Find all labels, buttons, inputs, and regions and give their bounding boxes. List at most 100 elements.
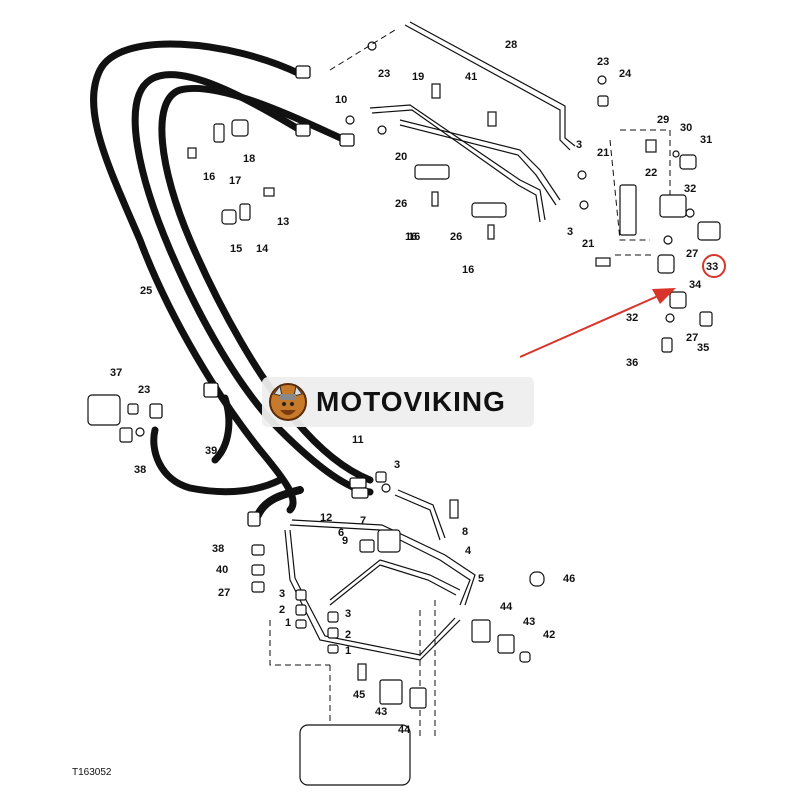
callout-10: 10 [335, 94, 347, 106]
hose-fittings [149, 65, 369, 527]
bolt-45 [357, 663, 367, 681]
bolt-16 [187, 147, 197, 159]
fitting-27b [251, 581, 265, 593]
callout-23: 23 [597, 56, 609, 68]
clamp-17 [213, 123, 225, 143]
o-rings [135, 41, 695, 493]
figure-code: T163052 [72, 767, 112, 778]
callout-15: 15 [230, 243, 242, 255]
fitting-36 [661, 337, 673, 353]
callout-11: 11 [352, 434, 364, 446]
callout-9: 9 [342, 535, 348, 547]
callout-25: 25 [140, 285, 152, 297]
callout-42: 42 [543, 629, 555, 641]
callout-3: 3 [279, 588, 285, 600]
callout-32: 32 [626, 312, 638, 324]
fitting-2a [295, 604, 307, 616]
callout-4: 4 [465, 545, 472, 557]
callout-6: 6 [338, 527, 344, 539]
callout-24: 24 [619, 68, 632, 80]
hose-39-b [211, 394, 233, 464]
block-24 [597, 95, 609, 107]
fitting-35 [699, 311, 713, 327]
callout-2: 2 [279, 604, 285, 616]
dashed-leaders [269, 29, 671, 740]
bolt-6 [449, 499, 459, 519]
bolt-13 [263, 187, 275, 197]
fitting-40 [251, 564, 265, 576]
plate-43b [379, 679, 403, 705]
control-valve-body [299, 724, 411, 786]
callout-40: 40 [216, 564, 228, 576]
watermark-text: MOTOVIKING [316, 386, 506, 417]
callout-46: 46 [563, 573, 575, 585]
nut-42 [519, 651, 531, 663]
clamp-7 [377, 529, 401, 553]
plate-44b [409, 687, 427, 709]
block-41 [487, 111, 497, 127]
callout-35: 35 [697, 342, 709, 354]
clamp-15 [221, 209, 237, 225]
callout-14: 14 [256, 243, 269, 255]
hose-lower [254, 486, 304, 519]
bracket-18 [231, 119, 249, 137]
callout-20: 20 [395, 151, 407, 163]
fitting-1b [327, 644, 339, 654]
clamp-46 [529, 571, 545, 587]
fitting-31 [679, 154, 697, 170]
fitting-32b [669, 291, 687, 309]
callout-3: 3 [394, 459, 400, 471]
callout-23: 23 [138, 384, 150, 396]
callout-33: 33 [706, 261, 718, 273]
fitting-1a [295, 619, 307, 629]
callout-12: 12 [320, 512, 332, 524]
fitting-23b [127, 403, 139, 415]
valve-32 [659, 194, 687, 218]
callout-27: 27 [218, 587, 230, 599]
callout-1: 1 [285, 617, 291, 629]
block-19 [431, 83, 441, 99]
callout-44: 44 [500, 601, 513, 613]
callout-43: 43 [375, 706, 387, 718]
fitting-3b [327, 611, 339, 623]
clamp-26b [471, 202, 507, 218]
callout-3: 3 [576, 139, 582, 151]
viking-logo [269, 383, 307, 421]
callout-30: 30 [680, 122, 692, 134]
hose-25-outer [90, 40, 304, 514]
callout-8: 8 [462, 526, 468, 538]
bolt-16b [431, 191, 439, 207]
highlight-arrow [519, 288, 676, 358]
bracket-22 [619, 184, 637, 236]
clamp-8 [359, 539, 375, 553]
hose-25-middle [131, 71, 374, 496]
callout-45: 45 [353, 689, 365, 701]
callout-41: 41 [465, 71, 477, 83]
watermark-banner: MOTOVIKING [262, 377, 534, 427]
callout-32: 32 [684, 183, 696, 195]
callout-23: 23 [378, 68, 390, 80]
callout-3: 3 [567, 226, 573, 238]
bolt-16d [595, 257, 611, 267]
fitting-34 [657, 254, 675, 274]
fitting-38 [119, 427, 133, 443]
clamp-14 [239, 203, 251, 221]
callout-27: 27 [686, 248, 698, 260]
tubes [284, 21, 576, 661]
callout-16: 16 [405, 231, 417, 243]
callout-16: 16 [462, 264, 474, 276]
fitting-33 [697, 221, 721, 241]
hose-39 [150, 426, 284, 496]
highlight-ring-33 [702, 254, 726, 278]
fitting-3a [295, 589, 307, 601]
fitting-3c [375, 471, 387, 483]
callout-16: 16 [408, 231, 420, 243]
small-parts [87, 83, 721, 786]
callout-43: 43 [523, 616, 535, 628]
callout-13: 13 [277, 216, 289, 228]
callout-34: 34 [689, 279, 702, 291]
callout-17: 17 [229, 175, 241, 187]
